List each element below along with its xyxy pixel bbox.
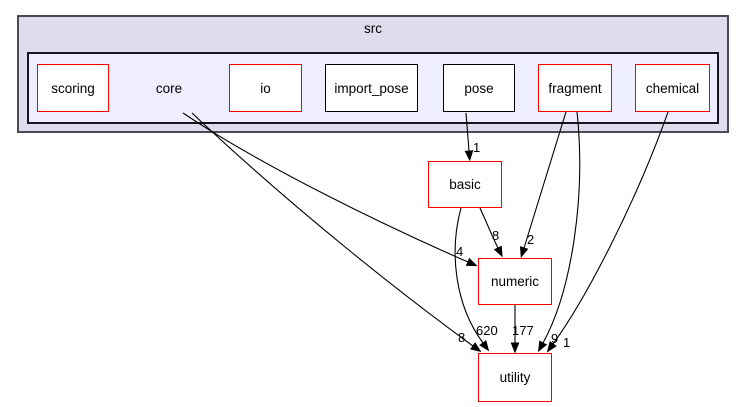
edge-count-pose-basic: 1 [473, 140, 481, 155]
dir-node-import-pose[interactable]: import_pose [325, 64, 418, 112]
dir-node-scoring[interactable]: scoring [37, 64, 109, 112]
edge-count-basic-numeric: 8 [492, 228, 500, 243]
edge-fragment-utility [537, 111, 581, 353]
dir-node-numeric[interactable]: numeric [478, 258, 552, 305]
edge-count-basic-utility: 620 [476, 323, 498, 338]
cluster-src-label: src [364, 21, 382, 36]
dir-node-io[interactable]: io [229, 64, 302, 112]
dir-node-utility[interactable]: utility [478, 353, 552, 402]
edge-count-core-numeric: 4 [456, 244, 464, 259]
edge-count-core-utility: 8 [458, 330, 466, 345]
dir-node-basic[interactable]: basic [428, 161, 502, 208]
edge-count-chemical-utility: 1 [563, 335, 571, 350]
edge-core-numeric [182, 112, 478, 267]
edge-chemical-utility [546, 111, 669, 353]
edge-count-fragment-utility: 9 [551, 331, 559, 346]
edge-core-utility [191, 112, 482, 353]
edge-count-numeric-utility: 177 [512, 323, 534, 338]
dir-node-fragment[interactable]: fragment [538, 64, 612, 112]
dir-node-pose[interactable]: pose [443, 64, 515, 112]
edge-count-fragment-numeric: 2 [527, 232, 535, 247]
dir-label-core: core [155, 81, 183, 96]
dir-node-chemical[interactable]: chemical [635, 64, 710, 112]
